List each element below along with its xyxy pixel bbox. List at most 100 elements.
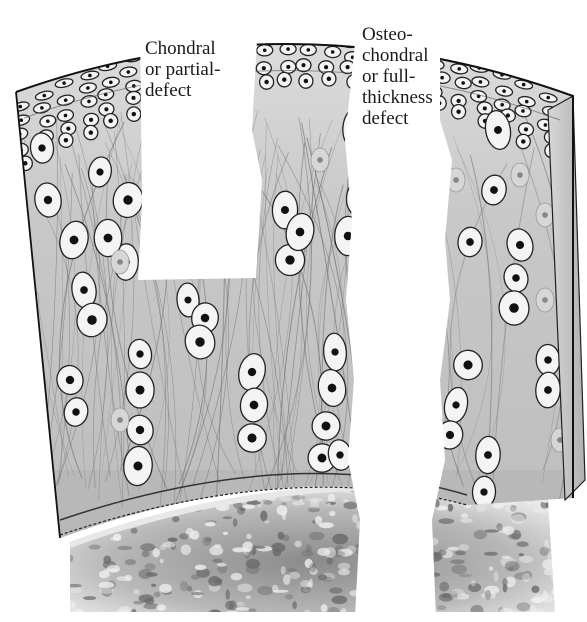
bone-trabecula [437,605,446,610]
bone-trabecula [113,534,122,541]
bone-trabecula [551,548,560,552]
chondrocyte [299,74,313,89]
bone-trabecula [301,550,313,557]
bone-trabecula [281,566,286,574]
bone-trabecula [179,533,189,539]
bone-trabecula [277,505,288,515]
bone-trabecula [327,607,339,616]
bone-trabecula [503,526,514,535]
bone-trabecula [131,528,138,534]
bone-trabecula [327,503,331,506]
bone-trabecula [544,568,558,575]
bone-trabecula [439,582,449,592]
bone-trabecula [248,608,256,612]
bone-trabecula [252,545,257,556]
chondrocyte [111,408,129,432]
bone-trabecula [343,502,358,510]
osteochondral-defect-label: Osteo- chondral or full- thickness defec… [362,24,433,129]
bone-trabecula [551,588,560,596]
bone-trabecula [542,559,555,569]
bone-trabecula [140,543,155,551]
bone-trabecula [213,559,223,563]
bone-trabecula [98,582,114,589]
bone-trabecula [459,574,472,577]
chondrocyte [276,30,293,40]
bone-trabecula [321,604,328,612]
bone-trabecula [107,565,120,573]
bone-trabecula [257,586,273,595]
bone-trabecula [512,502,516,506]
bone-trabecula [195,565,207,571]
bone-trabecula [327,557,333,564]
bone-trabecula [73,609,84,617]
bone-trabecula [89,545,101,550]
bone-trabecula [160,559,164,563]
chondrocyte [296,22,314,30]
bone-trabecula [264,520,270,523]
chondrocyte [451,51,470,62]
bone-trabecula [496,523,502,531]
bone-trabecula [505,561,520,571]
bone-trabecula [517,541,529,547]
bone-trabecula [246,559,260,569]
bone-trabecula [226,589,231,599]
chondrocyte [296,59,311,72]
chondrocyte [536,288,554,312]
bone-trabecula [338,563,350,570]
bone-trabecula [153,592,160,598]
bone-trabecula [159,545,166,550]
bone-trabecula [209,546,223,556]
bone-trabecula [511,514,525,524]
chondrocyte [472,476,496,508]
bone-trabecula [485,590,491,600]
bone-trabecula [534,594,545,604]
bone-trabecula [294,541,301,548]
bone-trabecula [494,571,499,582]
bone-trabecula [547,550,556,560]
bone-trabecula [460,518,473,523]
bone-trabecula [329,511,335,517]
bone-trabecula [474,530,487,539]
bone-trabecula [280,497,292,502]
bone-trabecula [517,602,531,611]
bone-trabecula [552,518,563,528]
chondrocyte [280,43,296,54]
bone-trabecula [236,602,244,606]
bone-trabecula [451,565,467,575]
chondral-defect-label: Chondral or partial- defect [145,38,220,101]
bone-trabecula [225,601,234,610]
bone-trabecula [233,518,238,527]
bone-trabecula [273,548,282,556]
bone-trabecula [287,568,297,571]
bone-trabecula [237,584,252,593]
chondrocyte [257,44,273,56]
bone-trabecula [461,513,468,518]
chondrocyte [277,72,291,87]
bone-trabecula [501,556,511,559]
bone-trabecula [471,580,475,586]
bone-trabecula [119,606,131,613]
bone-trabecula [223,516,232,519]
bone-trabecula [505,506,517,512]
bone-trabecula [172,516,180,522]
bone-trabecula [139,594,154,602]
bone-trabecula [292,495,305,500]
bone-trabecula [260,612,267,617]
bone-trabecula [323,577,333,582]
bone-trabecula [246,534,251,539]
bone-trabecula [245,552,251,559]
bone-trabecula [455,551,466,556]
bone-trabecula [529,605,536,615]
bone-trabecula [153,548,160,558]
bone-trabecula [308,507,320,512]
bone-trabecula [332,534,348,545]
bone-trabecula [168,538,178,542]
bone-trabecula [292,601,297,609]
bone-trabecula [205,537,212,542]
bone-trabecula [100,611,104,616]
chondrocyte [320,23,338,32]
bone-trabecula [332,596,348,605]
bone-trabecula [282,534,289,541]
bone-trabecula [458,544,469,551]
